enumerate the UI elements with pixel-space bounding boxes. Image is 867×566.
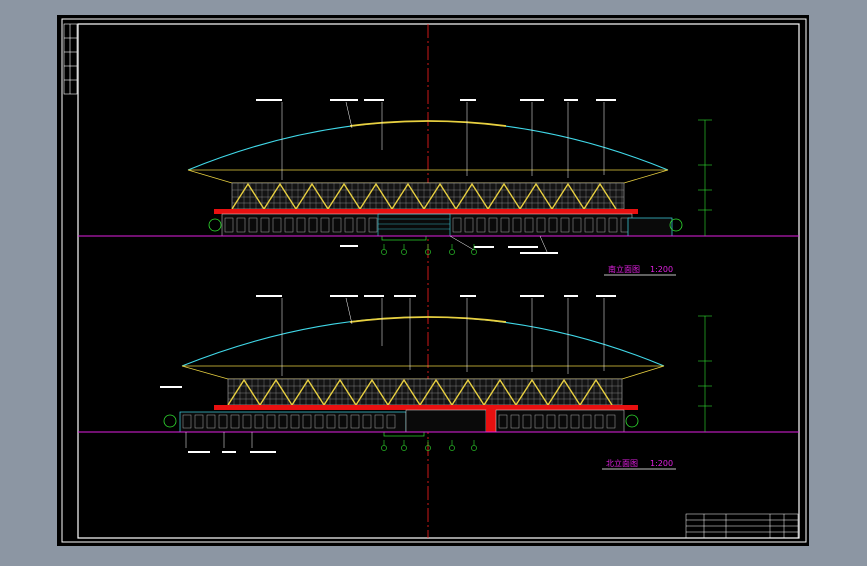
podium-windows [182, 414, 616, 429]
curtain-wall-mullions [233, 379, 619, 405]
annotation-leaders [281, 101, 605, 255]
south-elevation: 南立面图 1:200 [78, 99, 799, 276]
annotation-tags [256, 99, 616, 254]
roof-skylight [349, 120, 507, 127]
south-elevation-scale: 1:200 [650, 265, 673, 274]
south-elevation-title: 南立面图 [608, 264, 640, 274]
red-door [486, 410, 496, 432]
tree-right [625, 414, 639, 428]
drawing-sheet [57, 15, 809, 546]
podium-wall-right [495, 409, 625, 433]
red-podium-band [214, 405, 638, 410]
north-elevation-scale: 1:200 [650, 459, 673, 468]
podium-wall [221, 213, 633, 237]
axis-markers [381, 244, 477, 255]
roof-skylight [349, 316, 507, 323]
red-podium-band [214, 209, 638, 214]
facade-curtain-wall [231, 182, 625, 210]
podium-windows [224, 217, 630, 233]
axis-markers [381, 440, 477, 451]
tree-left [208, 218, 222, 232]
stair-treads [378, 218, 450, 230]
north-elevation-title: 北立面图 [606, 458, 638, 468]
title-block [685, 513, 799, 539]
annotation-tags [160, 295, 616, 453]
north-elevation: 北立面图 1:200 [78, 295, 799, 470]
annotation-leaders [185, 297, 605, 448]
height-dimension [698, 315, 712, 432]
tree-left [163, 414, 177, 428]
binding-strip [63, 23, 78, 95]
height-dimension [698, 119, 712, 236]
central-entrance [405, 409, 487, 433]
side-annex [627, 217, 673, 237]
inner-border [77, 23, 800, 539]
outer-border [61, 18, 807, 543]
tree-right [669, 218, 683, 232]
